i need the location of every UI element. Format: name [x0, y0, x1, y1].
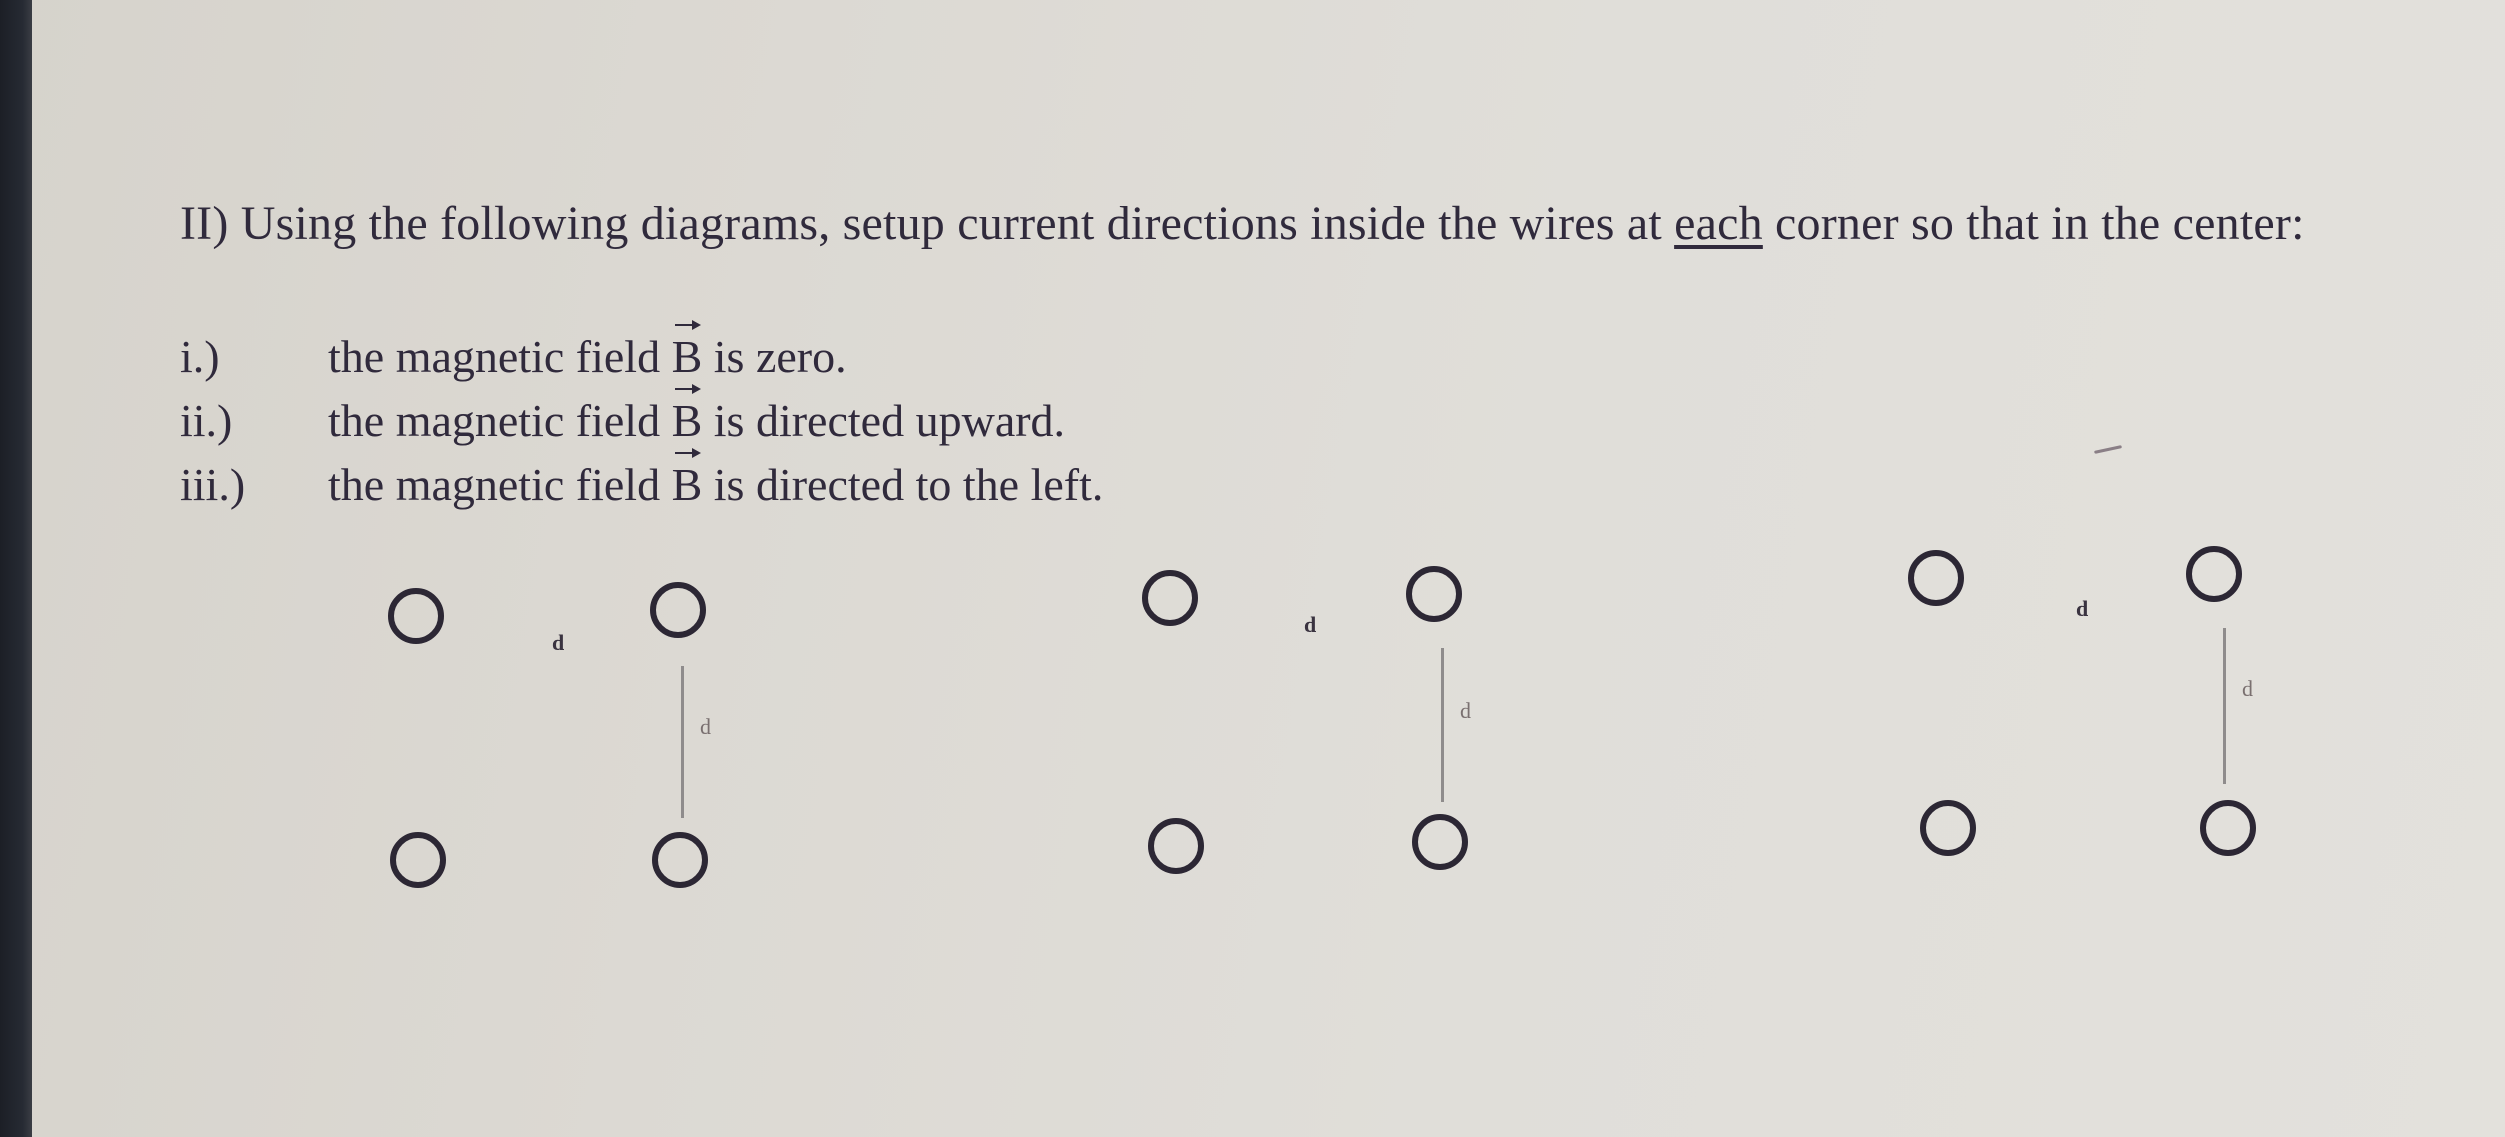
wire-top-right[interactable]	[2186, 546, 2242, 602]
wire-bottom-right[interactable]	[652, 832, 708, 888]
heading-prefix: II) Using the following diagrams, setup …	[180, 197, 1675, 250]
vertical-distance-label: d	[2242, 676, 2253, 701]
vector-b-symbol: B	[671, 448, 703, 510]
vertical-distance-line	[1441, 648, 1444, 802]
item-text: the magnetic field B is directed to the …	[328, 448, 1104, 511]
wire-bottom-right[interactable]	[1412, 814, 1468, 870]
vector-b-symbol: B	[671, 320, 703, 382]
horizontal-distance-label: d	[2076, 596, 2089, 621]
stray-pen-mark	[2093, 445, 2123, 454]
vertical-distance-label: d	[1460, 698, 1471, 723]
wire-diagram-3: d d	[1890, 528, 2290, 908]
wire-bottom-left[interactable]	[390, 832, 446, 888]
screen-bezel	[0, 0, 32, 1137]
horizontal-distance-label: d	[552, 630, 565, 655]
vector-b-symbol: B	[671, 384, 703, 446]
wire-top-left[interactable]	[1142, 570, 1198, 626]
wire-bottom-right[interactable]	[2200, 800, 2256, 856]
item-text-post: is zero.	[702, 331, 847, 382]
question-heading: II) Using the following diagrams, setup …	[180, 196, 2305, 251]
item-text-pre: the magnetic field	[328, 331, 672, 382]
vertical-distance-line	[681, 666, 684, 818]
wire-diagram-1: d d	[370, 570, 770, 950]
wire-top-right[interactable]	[1406, 566, 1462, 622]
heading-emphasis: each	[1674, 197, 1763, 250]
item-number: iii.)	[180, 459, 246, 510]
item-number: i.)	[180, 331, 220, 382]
item-text: the magnetic field B is directed upward.	[328, 384, 1066, 447]
wire-top-left[interactable]	[1908, 550, 1964, 606]
horizontal-distance-label: d	[1304, 612, 1317, 637]
item-number: ii.)	[180, 395, 233, 446]
wire-bottom-left[interactable]	[1148, 818, 1204, 874]
item-text-pre: the magnetic field	[328, 395, 672, 446]
item-text-post: is directed to the left.	[702, 459, 1104, 510]
heading-suffix: corner so that in the center:	[1762, 197, 2305, 250]
item-text-post: is directed upward.	[702, 395, 1066, 446]
item-text: the magnetic field B is zero.	[328, 320, 847, 383]
wire-top-right[interactable]	[650, 582, 706, 638]
vertical-distance-line	[2223, 628, 2226, 784]
wire-diagram-2: d d	[1130, 548, 1530, 928]
item-text-pre: the magnetic field	[328, 459, 672, 510]
wire-top-left[interactable]	[388, 588, 444, 644]
vertical-distance-label: d	[700, 714, 711, 739]
wire-bottom-left[interactable]	[1920, 800, 1976, 856]
